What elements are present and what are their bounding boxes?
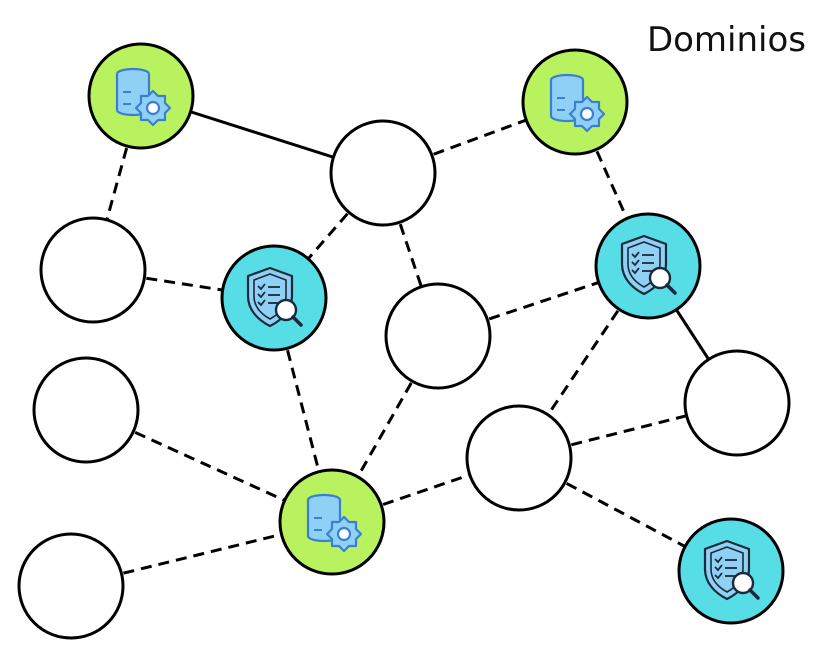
node-sec1 — [220, 244, 328, 352]
nodes-layer — [17, 42, 791, 640]
node-sec2 — [594, 212, 702, 320]
empty-node-circle — [32, 356, 140, 464]
database-gear-icon — [549, 73, 606, 133]
empty-node-circle — [384, 282, 492, 390]
shield-search-icon — [246, 266, 303, 328]
empty-node-circle — [683, 349, 791, 457]
shield-search-icon — [703, 539, 760, 601]
node-db3 — [278, 468, 386, 576]
node-w6 — [683, 349, 791, 457]
node-w1 — [329, 119, 437, 227]
empty-node-circle — [17, 532, 125, 640]
database-gear-icon — [306, 493, 363, 553]
node-w2 — [39, 216, 147, 324]
shield-search-icon — [620, 234, 677, 296]
database-gear-icon — [115, 67, 172, 127]
node-w4 — [32, 356, 140, 464]
node-db1 — [87, 42, 195, 150]
node-db2 — [521, 48, 629, 156]
node-w8 — [17, 532, 125, 640]
empty-node-circle — [329, 119, 437, 227]
empty-node-circle — [39, 216, 147, 324]
empty-node-circle — [465, 404, 573, 512]
node-w3 — [384, 282, 492, 390]
node-sec3 — [677, 517, 785, 625]
diagram-title: Dominios — [646, 20, 806, 60]
node-w5 — [465, 404, 573, 512]
